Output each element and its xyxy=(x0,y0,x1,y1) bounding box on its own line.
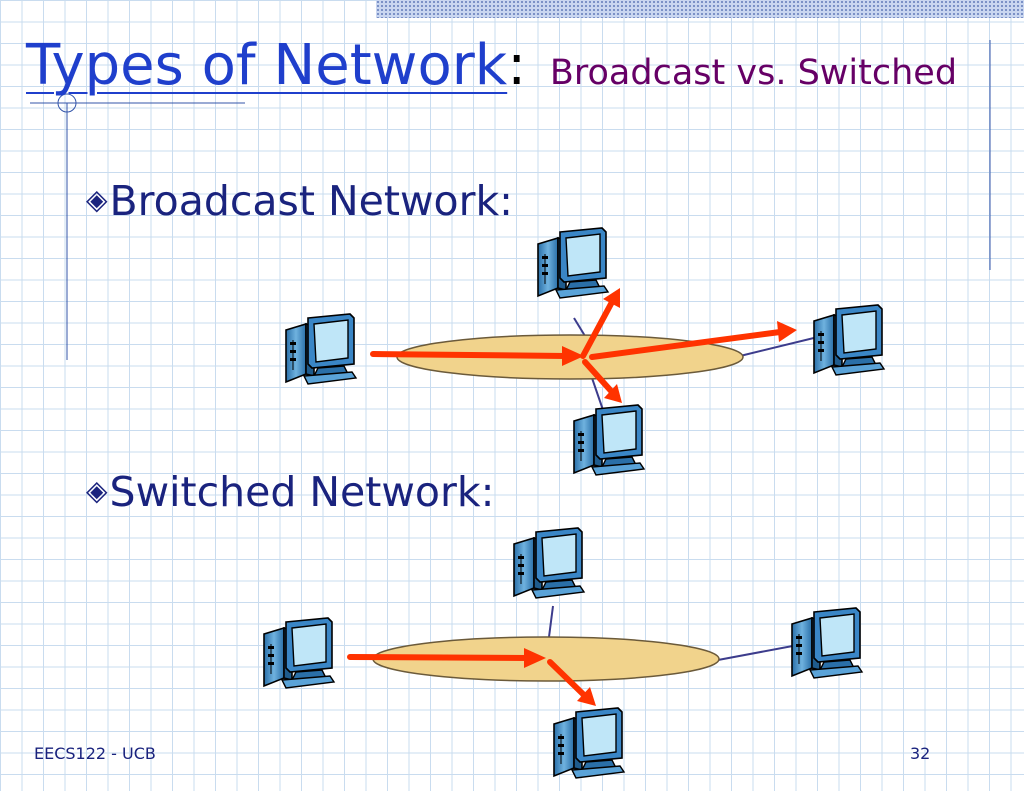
bullet-broadcast: ◈Broadcast Network: xyxy=(86,175,513,226)
desktop-computer-icon xyxy=(263,617,335,689)
title-main: Types of Network xyxy=(26,33,508,98)
link-line xyxy=(548,605,554,638)
bullet-switched-label: Switched Network: xyxy=(109,468,495,516)
page-number: 32 xyxy=(910,744,931,763)
footer-course: EECS122 - UCB xyxy=(34,744,156,763)
link-line xyxy=(739,335,823,357)
bullet-switched: ◈Switched Network: xyxy=(86,466,494,517)
slide-title: Types of Network: Broadcast vs. Switched xyxy=(26,30,957,109)
desktop-computer-icon xyxy=(553,707,625,779)
link-line xyxy=(591,377,604,411)
title-subtitle: Broadcast vs. Switched xyxy=(549,53,958,93)
desktop-computer-icon xyxy=(537,227,609,299)
broadcast-network-diagram xyxy=(285,227,885,476)
diamond-bullet-icon: ◈ xyxy=(86,474,108,507)
link-line xyxy=(573,317,586,337)
desktop-computer-icon xyxy=(813,304,885,376)
link-line xyxy=(717,644,799,661)
switched-network-diagram xyxy=(263,527,863,779)
diamond-bullet-icon: ◈ xyxy=(86,183,108,216)
title-colon: : xyxy=(507,33,527,98)
desktop-computer-icon xyxy=(285,313,357,385)
bullet-broadcast-label: Broadcast Network: xyxy=(109,177,514,225)
broadcast-arrows xyxy=(370,288,797,403)
desktop-computer-icon xyxy=(573,404,645,476)
switched-arrows xyxy=(347,648,596,706)
desktop-computer-icon xyxy=(513,527,585,599)
desktop-computer-icon xyxy=(791,607,863,679)
header-decoration-band xyxy=(376,0,1024,18)
